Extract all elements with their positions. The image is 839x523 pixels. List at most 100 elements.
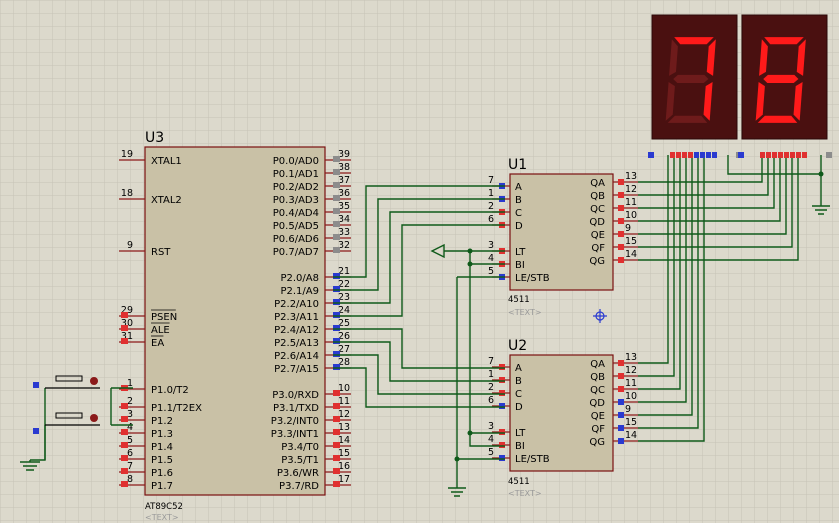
- pin-state-marker: [333, 442, 340, 448]
- pin-state-marker: [618, 412, 624, 418]
- mcu-pin-name: P3.2/INT0: [271, 416, 319, 427]
- decoder-pin-name: BI: [515, 441, 525, 452]
- decoder-pin-number: 12: [625, 184, 637, 195]
- decoder-pin-name: B: [515, 376, 522, 387]
- mcu-pin-name: P0.2/AD2: [273, 182, 319, 193]
- pin-state-marker: [333, 325, 340, 331]
- switch-contact: [90, 414, 98, 422]
- decoder-pin-number: 9: [625, 404, 631, 415]
- pin-state-marker: [333, 234, 340, 240]
- decoder-pin-number: 7: [488, 175, 494, 186]
- decoder-pin-name: LE/STB: [515, 454, 550, 465]
- mcu-pin-name: P0.4/AD4: [273, 208, 319, 219]
- decoder-pin-name: QD: [589, 217, 605, 228]
- mcu-pin-name: P0.1/AD1: [273, 169, 319, 180]
- wiring: [20, 155, 830, 497]
- pin-state-marker: [499, 377, 505, 383]
- segment-g: [763, 74, 799, 84]
- segment-a: [674, 37, 714, 45]
- mcu-pin-name: P2.4/A12: [274, 325, 319, 336]
- pin-state-marker: [121, 403, 128, 409]
- segment-f: [759, 39, 768, 76]
- mcu-pin-name: P1.4: [151, 442, 173, 453]
- decoder-u2[interactable]: U2 4511 <TEXT> 7A1B2C6D3LT4BI5LE/STB13QA…: [488, 338, 638, 498]
- decoder-pin-name: B: [515, 195, 522, 206]
- decoder-pin-number: 11: [625, 197, 637, 208]
- mcu-pin-number: 37: [338, 175, 350, 186]
- mcu-pin-name: P3.0/RXD: [272, 390, 319, 401]
- mcu-pin-name: P2.6/A14: [274, 351, 319, 362]
- mcu-pin-number: 23: [338, 292, 350, 303]
- mcu-pin-number: 8: [127, 474, 133, 485]
- decoder-pin-name: QE: [591, 411, 605, 422]
- decoder-pin-number: 15: [625, 236, 637, 247]
- seven-segment-display[interactable]: [648, 14, 742, 158]
- decoder-pin-number: 1: [488, 188, 494, 199]
- mcu-body: [144, 146, 326, 496]
- mcu-pin-name: P3.5/T1: [281, 455, 319, 466]
- probe-crosshair-icon[interactable]: [593, 309, 607, 323]
- pin-state-marker: [618, 399, 624, 405]
- mcu-pin-number: 4: [127, 422, 133, 433]
- seven-segment-display[interactable]: [738, 14, 832, 158]
- mcu-pin-number: 25: [338, 318, 350, 329]
- mcu-pin-name: P3.3/INT1: [271, 429, 319, 440]
- switch-contact: [90, 377, 98, 385]
- pin-state-marker: [618, 373, 624, 379]
- mcu-pin-number: 34: [338, 214, 350, 225]
- segment-a: [764, 37, 804, 45]
- decoder-pin-number: 7: [488, 356, 494, 367]
- push-button-2[interactable]: [33, 412, 100, 434]
- segment-b: [706, 39, 716, 76]
- segment-b: [796, 39, 806, 76]
- pin-state-marker: [121, 416, 128, 422]
- decoder-u1-text-tag: <TEXT>: [508, 308, 542, 317]
- mcu-u3[interactable]: U3 AT89C52 <TEXT> 19XTAL118XTAL29RST29PS…: [119, 130, 351, 522]
- mcu-pin-number: 14: [338, 435, 350, 446]
- mcu-pin-number: 35: [338, 201, 350, 212]
- pin-state-marker: [618, 192, 624, 198]
- decoder-pin-name: A: [515, 363, 522, 374]
- decoder-pin-number: 2: [488, 201, 494, 212]
- pin-state-marker: [333, 169, 340, 175]
- mcu-pin-number: 5: [127, 435, 133, 446]
- mcu-pin-name: P0.6/AD6: [273, 234, 319, 245]
- mcu-pin-number: 12: [338, 409, 350, 420]
- pin-state-marker: [333, 286, 340, 292]
- decoder-u2-ref: U2: [508, 338, 527, 354]
- decoder-u1[interactable]: U1 4511 <TEXT> 7A1B2C6D3LT4BI5LE/STB13QA…: [488, 157, 638, 317]
- mcu-pin-number: 17: [338, 474, 350, 485]
- decoder-pin-number: 9: [625, 223, 631, 234]
- mcu-pin-name: P1.3: [151, 429, 173, 440]
- pin-state-marker: [333, 429, 340, 435]
- mcu-pin-number: 28: [338, 357, 350, 368]
- pin-state-marker: [618, 244, 624, 250]
- decoder-pin-number: 13: [625, 352, 637, 363]
- decoder-pin-name: LT: [515, 428, 526, 439]
- decoder-pin-number: 5: [488, 266, 494, 277]
- decoder-u1-ref: U1: [508, 157, 527, 173]
- mcu-pin-name: P2.3/A11: [274, 312, 319, 323]
- pin-state-marker: [121, 312, 128, 318]
- mcu-pin-name: P1.7: [151, 481, 173, 492]
- mcu-pin-name: P2.5/A13: [274, 338, 319, 349]
- decoder-pin-name: QC: [590, 385, 605, 396]
- mcu-pin-name: P0.7/AD7: [273, 247, 319, 258]
- mcu-pin-number: 13: [338, 422, 350, 433]
- segment-e: [755, 82, 765, 121]
- push-button-1[interactable]: [33, 375, 100, 389]
- pin-state-marker: [499, 455, 505, 461]
- pin-state-marker: [618, 231, 624, 237]
- decoder-pin-number: 6: [488, 214, 494, 225]
- pin-state-marker: [333, 338, 340, 344]
- pin-state-marker: [499, 364, 505, 370]
- mcu-pin-name: P3.6/WR: [277, 468, 319, 479]
- pin-state-marker: [121, 338, 128, 344]
- pin-state-marker: [333, 351, 340, 357]
- decoder-pin-name: QG: [589, 256, 605, 267]
- mcu-pin-name: P1.2: [151, 416, 173, 427]
- decoder-u2-part: 4511: [508, 477, 530, 487]
- pin-state-marker: [333, 195, 340, 201]
- decoder-pin-name: D: [515, 221, 523, 232]
